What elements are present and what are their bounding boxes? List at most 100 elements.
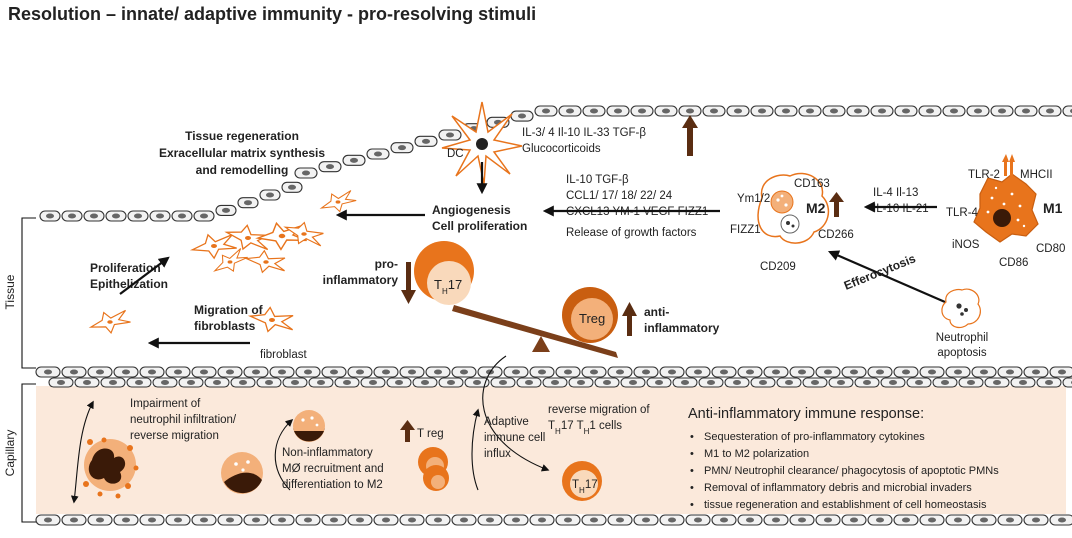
cell-nucleus [96,369,104,375]
cell-nucleus [46,213,54,219]
cell-nucleus [499,380,507,385]
cell-nucleus [226,369,234,375]
m1-cytokines-2: IL-10 IL-21 [873,203,929,215]
remodelling-label: and remodelling [196,163,289,177]
cell-nucleus [83,380,91,385]
cell-nucleus [356,369,364,375]
cell-nucleus [733,380,741,385]
cell-nucleus [980,517,988,523]
cell-nucleus [720,369,728,375]
cell-nucleus [902,108,910,114]
m1-cytokines-1: IL-4 Il-13 [873,187,918,199]
proliferation-label: Proliferation [90,261,161,275]
cell-nucleus [798,369,806,375]
cell-nucleus [577,380,585,385]
treg-up-arrow-icon [400,420,415,442]
cell-nucleus [288,184,296,190]
cell-nucleus [239,380,247,385]
cell-nucleus [542,108,550,114]
fibroblasts-label: fibroblasts [194,319,256,333]
response-item-5: tissue regeneration and establishment of… [704,499,987,511]
cell-nucleus [746,517,754,523]
cell-nucleus [96,517,104,523]
cell-nucleus [1006,369,1014,375]
pro-down-arrow-icon [401,262,416,304]
dc-cytokines: IL-3/ 4 Il-10 IL-33 TGF-β [522,127,646,139]
cell-nucleus [200,213,208,219]
cell-nucleus [304,369,312,375]
cell-nucleus [350,157,358,163]
fibroblast-label: fibroblast [260,349,307,361]
cell-nucleus [837,380,845,385]
cell-nucleus [252,369,260,375]
cell-nucleus [642,369,650,375]
cell-nucleus [878,108,886,114]
cell-nucleus [772,369,780,375]
balance-scale [452,305,618,358]
cell-nucleus [694,517,702,523]
cell-nucleus [174,517,182,523]
cell-nucleus [928,517,936,523]
response-item-4: Removal of inflammatory debris and micro… [704,482,972,494]
fibroblast-nucleus [227,260,233,264]
cell-nucleus [68,213,76,219]
proliferation-arrow [119,256,170,295]
cell-nucleus [889,380,897,385]
cell-nucleus [1058,517,1066,523]
cell-nucleus [928,369,936,375]
cell-nucleus [759,380,767,385]
cell-nucleus [330,369,338,375]
cell-nucleus [614,108,622,114]
cell-nucleus [252,517,260,523]
neutrophil-apoptosis-label: apoptosis [937,347,986,359]
fibroblast-nucleus [245,236,251,240]
cell-nucleus [538,517,546,523]
anti-up-arrow-icon [622,302,637,336]
cell-nucleus [90,213,98,219]
cell-nucleus [291,380,299,385]
response-bullet-4: • [690,482,694,494]
impairment-label: Impairment of [130,398,201,410]
cell-nucleus [830,108,838,114]
capillary-th17-label: TH17 [572,479,598,495]
fibroblast-nucleus [335,200,341,204]
m2-macrophage [757,172,830,244]
macrophage-small-1 [293,410,325,442]
cell-nucleus [135,380,143,385]
capillary-lumen [36,386,1066,514]
th17-cell [414,241,474,305]
cell-nucleus [806,108,814,114]
fibroblast-cluster [88,190,357,334]
cell-nucleus [473,380,481,385]
m2-factor-2: CCL1/ 17/ 18/ 22/ 24 [566,190,673,202]
cell-nucleus [278,369,286,375]
cell-nucleus [980,369,988,375]
reverse-migration-label: reverse migration [130,430,219,442]
m1-macrophage [973,154,1039,243]
reverse-migration-of-label: reverse migration of [548,404,650,416]
cell-nucleus [369,380,377,385]
cell-nucleus [551,380,559,385]
pro-label: pro- [375,257,398,271]
cell-nucleus [134,213,142,219]
immune-cell-label: immune cell [484,432,545,444]
cell-nucleus [616,369,624,375]
cell-nucleus [460,517,468,523]
cell-nucleus [876,517,884,523]
cell-nucleus [148,369,156,375]
cell-proliferation-label: Cell proliferation [432,219,527,233]
fibroblast-nucleus [263,260,269,264]
cell-nucleus [564,517,572,523]
cell-nucleus [1022,108,1030,114]
cell-nucleus [954,369,962,375]
m2-differentiation-label: differentiation to M2 [282,479,383,491]
cell-nucleus [824,369,832,375]
tissue-label: Tissue [3,274,17,309]
cell-nucleus [746,369,754,375]
endothelial-cell [1062,377,1072,388]
cell-nucleus [244,200,252,206]
cell-nucleus [422,138,430,144]
response-bullet-1: • [690,431,694,443]
tlr4-label: TLR-4 [946,207,979,219]
